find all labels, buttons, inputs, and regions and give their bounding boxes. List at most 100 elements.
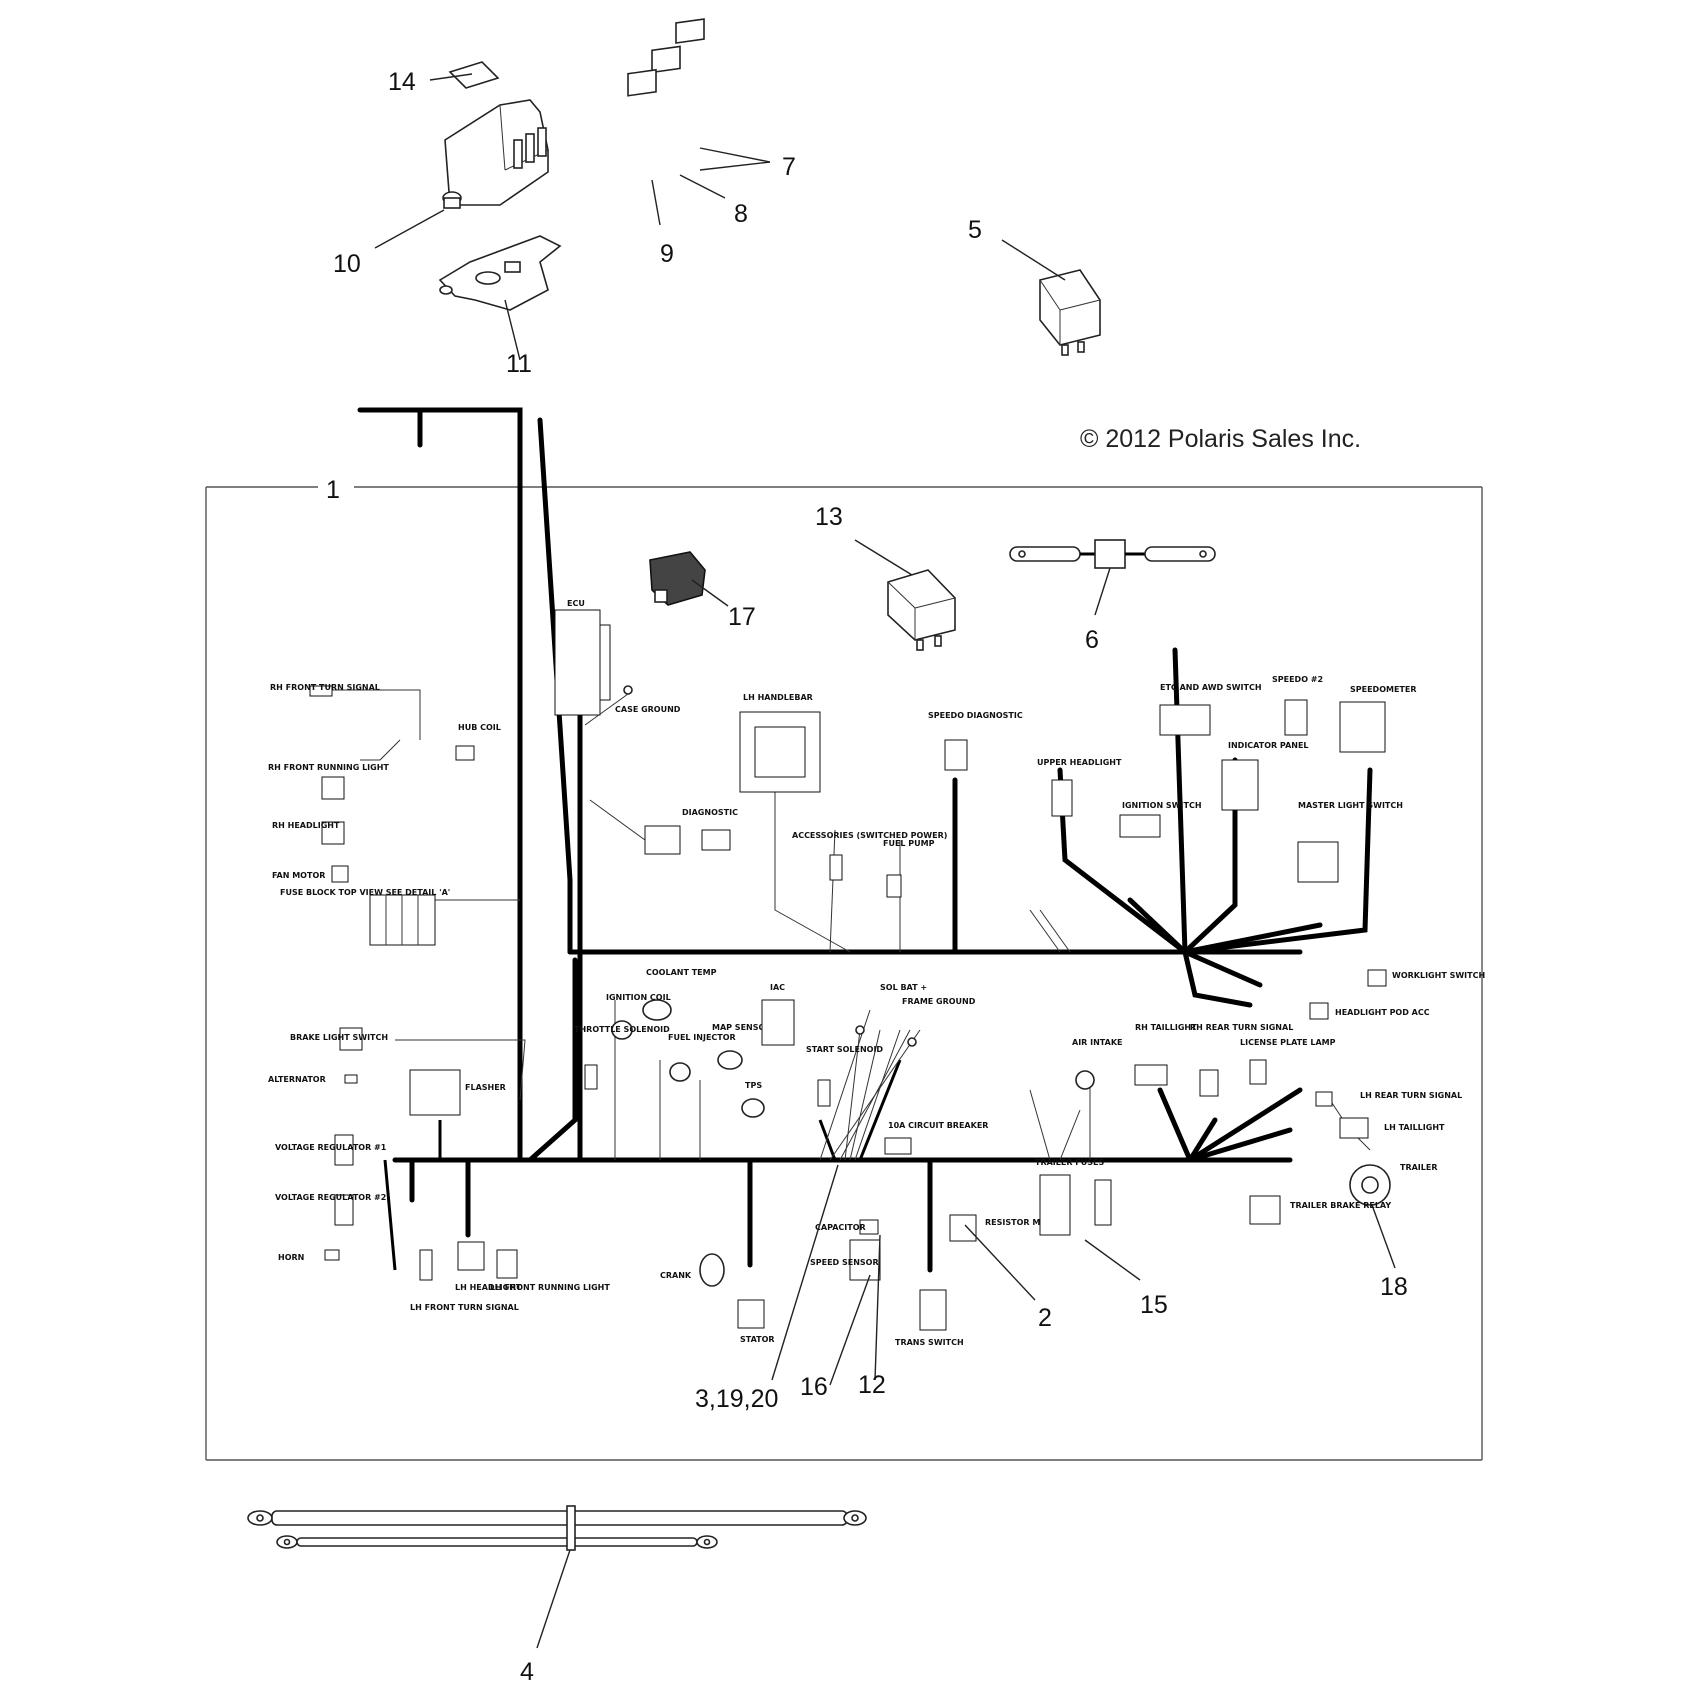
label-headlight-pod-acc: HEADLIGHT POD ACC [1335,1008,1430,1017]
hub-coil-connector: HUB COIL [455,723,501,761]
stator-connector: STATOR [737,1299,775,1344]
sol-bat-terminal: SOL BAT + [855,983,927,1035]
copyright-notice: © 2012 Polaris Sales Inc. [1080,425,1361,453]
fuel-injector-connector: FUEL INJECTOR [668,1033,736,1082]
flasher-connector: FLASHER [409,1069,506,1116]
label-lh-rear-turn-signal: LH REAR TURN SIGNAL [1360,1091,1462,1100]
callout-17: 17 [728,603,756,631]
label-worklight-switch: WORKLIGHT SWITCH [1392,971,1485,980]
etc-awd-switch-connector: ETC AND AWD SWITCH [1159,683,1262,736]
harness-assembly-frame [205,486,1483,1461]
label-diagnostic: DIAGNOSTIC [682,808,738,817]
label-rh-front-turn-signal: RH FRONT TURN SIGNAL [270,683,380,692]
label-trailer: TRAILER [1400,1163,1438,1172]
trans-switch-connector: TRANS SWITCH [895,1289,964,1347]
air-intake-sensor: AIR INTAKE [1072,1038,1122,1090]
crank-sensor-connector: CRANK [660,1253,725,1287]
label-air-intake: AIR INTAKE [1072,1038,1122,1047]
lh-rear-turn-signal-connector: LH REAR TURN SIGNAL [1315,1091,1462,1107]
iac-connector: IAC [761,983,795,1046]
part-7-8-9-fuses [627,18,771,226]
headlight-pod-acc-connector: HEADLIGHT POD ACC [1309,1002,1430,1020]
callout-13: 13 [815,503,843,531]
rh-rear-turn-signal-connector: RH REAR TURN SIGNAL [1190,1023,1293,1097]
label-upper-headlight: UPPER HEADLIGHT [1037,758,1122,767]
label-speedo-diagnostic: SPEEDO DIAGNOSTIC [928,711,1023,720]
case-ground: CASE GROUND [584,685,681,726]
throttle-solenoid-connector: THROTTLE SOLENOID [574,1025,670,1090]
voltage-regulator-2: VOLTAGE REGULATOR #2 [275,1193,386,1226]
callout-15: 15 [1140,1291,1168,1319]
label-voltage-regulator-1: VOLTAGE REGULATOR #1 [275,1143,387,1152]
callout-1: 1 [326,476,340,504]
part-14-fuse-box-cover [429,61,549,206]
part-10-screw [374,191,462,249]
callout-16: 16 [800,1373,828,1401]
label-start-solenoid: START SOLENOID [806,1045,883,1054]
part-11-bracket [438,235,562,361]
label-rh-taillight: RH TAILLIGHT [1135,1023,1197,1032]
label-brake-light-switch: BRAKE LIGHT SWITCH [290,1033,388,1042]
speed-sensor-connector: SPEED SENSOR [810,1239,881,1281]
label-trailer-fuses: TRAILER FUSES [1035,1158,1104,1167]
callout-7: 7 [782,153,796,181]
label-flasher: FLASHER [465,1083,506,1092]
label-fuel-pump: FUEL PUMP [883,839,935,848]
tps-connector: TPS [741,1081,765,1118]
part-6-fuse-link [1009,539,1216,616]
speedo-2-connector: SPEEDO #2 [1272,675,1323,736]
start-solenoid-connector: START SOLENOID [806,1045,883,1107]
label-indicator-panel: INDICATOR PANEL [1228,741,1309,750]
rh-front-running-light: RH FRONT RUNNING LIGHT [268,763,389,800]
license-plate-lamp-connector: LICENSE PLATE LAMP [1240,1038,1336,1085]
label-tps: TPS [745,1081,762,1090]
label-rh-front-running-light: RH FRONT RUNNING LIGHT [268,763,389,772]
label-master-light-switch: MASTER LIGHT SWITCH [1298,801,1403,810]
ecu-connector: ECU [554,599,611,716]
speedo-diagnostic-connector: SPEEDO DIAGNOSTIC [928,711,1023,771]
label-accessories: ACCESSORIES (SWITCHED POWER) [792,831,947,840]
ignition-coil-connector: IGNITION COIL [606,993,671,1040]
accessories-connector: ACCESSORIES (SWITCHED POWER) [792,831,947,881]
map-sensor-connector: MAP SENSOR [712,1023,771,1070]
label-crank: CRANK [660,1271,692,1280]
trailer-fuses-block: TRAILER FUSES [1035,1158,1141,1281]
trailer-brake-relay-connector: TRAILER BRAKE RELAY [1249,1195,1391,1225]
lh-front-running-light: LH FRONT RUNNING LIGHT [490,1249,610,1292]
diagnostic-connector: DIAGNOSTIC [589,799,738,855]
label-hub-coil: HUB COIL [458,723,501,732]
frame-ground-terminal: FRAME GROUND [902,997,976,1047]
lh-taillight-connector: LH TAILLIGHT [1339,1117,1445,1139]
part-13-relay [854,539,956,651]
part-4-battery-cables [247,1505,867,1649]
lh-handlebar-connector: LH HANDLEBAR [739,693,821,793]
label-fuse-block: FUSE BLOCK TOP VIEW SEE DETAIL 'A' [280,888,450,897]
label-throttle-solenoid: THROTTLE SOLENOID [574,1025,670,1034]
alternator-connector: ALTERNATOR [268,1074,358,1084]
rh-front-turn-signal: RH FRONT TURN SIGNAL [270,683,380,697]
label-rh-headlight: RH HEADLIGHT [272,821,340,830]
ignition-switch-connector: IGNITION SWITCH [1119,801,1202,838]
upper-headlight-connector: UPPER HEADLIGHT [1037,758,1122,817]
lh-front-turn-signal: LH FRONT TURN SIGNAL [410,1249,519,1312]
label-fuel-injector: FUEL INJECTOR [668,1033,736,1042]
callout-10: 10 [333,250,361,278]
part-5-relay [1001,239,1101,356]
speedometer-connector: SPEEDOMETER [1339,685,1417,753]
label-license-plate-lamp: LICENSE PLATE LAMP [1240,1038,1336,1047]
brake-light-switch: BRAKE LIGHT SWITCH [290,1027,388,1051]
trailer-connector: TRAILER [1349,1163,1438,1269]
label-rh-rear-turn-signal: RH REAR TURN SIGNAL [1190,1023,1293,1032]
label-lh-handlebar: LH HANDLEBAR [743,693,813,702]
label-trans-switch: TRANS SWITCH [895,1338,964,1347]
callout-6: 6 [1085,626,1099,654]
label-speedometer: SPEEDOMETER [1350,685,1417,694]
fuse-block: FUSE BLOCK TOP VIEW SEE DETAIL 'A' [280,888,450,946]
label-ignition-switch: IGNITION SWITCH [1122,801,1202,810]
label-speedo-2: SPEEDO #2 [1272,675,1323,684]
fan-motor-connector: FAN MOTOR [272,865,349,883]
callout-14: 14 [388,68,416,96]
callout-9: 9 [660,240,674,268]
capacitor-component: CAPACITOR [815,1219,879,1235]
